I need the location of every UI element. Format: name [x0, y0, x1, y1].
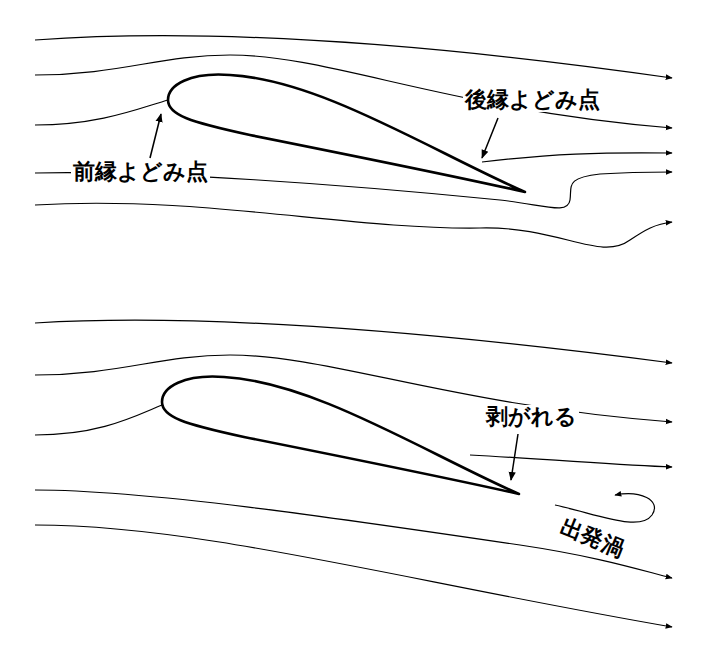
- callout-label: 前縁よどみ点: [71, 160, 210, 184]
- callout-label: 剥がれる: [484, 405, 579, 429]
- streamlines-bottom: [35, 320, 672, 627]
- leader-lines-top: [150, 114, 498, 158]
- airfoil-bottom: [162, 377, 519, 494]
- vortex-label: 出発渦: [555, 514, 629, 563]
- streamlines-top: [35, 36, 672, 247]
- leader-line-bottom: [511, 434, 518, 480]
- callout-label: 後縁よどみ点: [463, 88, 602, 112]
